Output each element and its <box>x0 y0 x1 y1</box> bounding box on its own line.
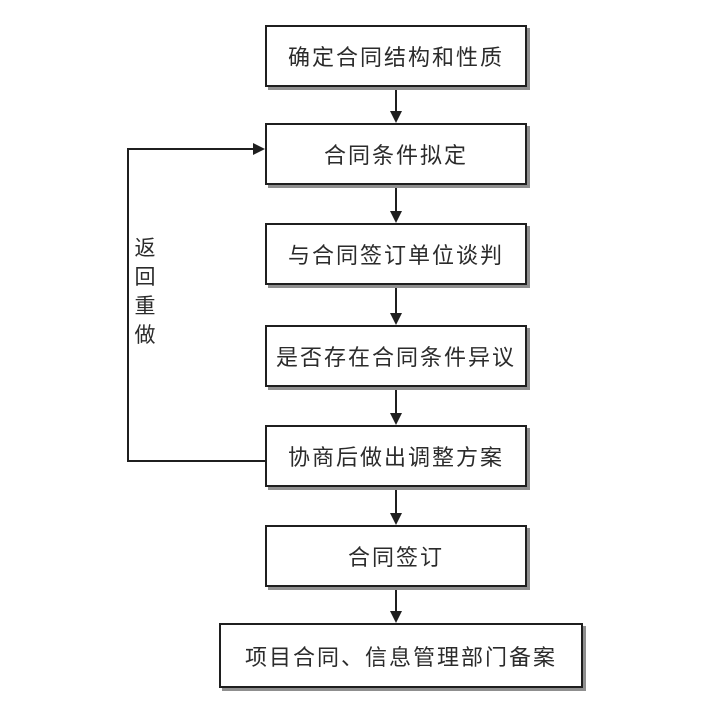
node-any-term-objections: 是否存在合同条件异议 <box>265 325 527 387</box>
node-draft-contract-terms: 合同条件拟定 <box>265 123 527 185</box>
node-adjustment-plan-after-negotiation: 协商后做出调整方案 <box>265 425 527 487</box>
feedback-label-char: 重 <box>134 294 156 318</box>
node-label: 是否存在合同条件异议 <box>275 346 516 371</box>
feedback-top-segment <box>127 148 254 150</box>
arrow-down-icon <box>390 413 402 425</box>
arrow-shaft <box>395 185 397 211</box>
node-label: 合同条件拟定 <box>323 144 468 169</box>
node-filing-with-management-departments: 项目合同、信息管理部门备案 <box>219 623 583 688</box>
arrow-shaft <box>395 87 397 111</box>
arrow-down-icon <box>390 211 402 223</box>
node-label: 与合同签订单位谈判 <box>287 244 504 269</box>
arrow-down-icon <box>390 111 402 123</box>
feedback-label-char: 回 <box>134 265 156 289</box>
feedback-label-char: 做 <box>134 323 156 347</box>
arrow-down-icon <box>390 513 402 525</box>
arrow-down-icon <box>390 611 402 623</box>
node-contract-signing: 合同签订 <box>265 525 527 587</box>
arrow-shaft <box>395 587 397 611</box>
arrow-shaft <box>395 387 397 413</box>
feedback-label: 返 回 重 做 <box>132 238 158 346</box>
feedback-vertical-segment <box>127 148 129 462</box>
arrow-shaft <box>395 487 397 513</box>
arrow-shaft <box>395 285 397 313</box>
feedback-label-char: 返 <box>134 236 156 260</box>
node-determine-contract-structure: 确定合同结构和性质 <box>265 25 527 87</box>
arrow-down-icon <box>390 313 402 325</box>
arrow-right-icon <box>253 143 265 155</box>
node-label: 确定合同结构和性质 <box>287 46 504 71</box>
node-negotiate-with-signing-party: 与合同签订单位谈判 <box>265 223 527 285</box>
node-label: 合同签订 <box>347 546 444 571</box>
node-label: 协商后做出调整方案 <box>287 446 504 471</box>
node-label: 项目合同、信息管理部门备案 <box>244 645 557 671</box>
feedback-bottom-segment <box>127 460 265 462</box>
